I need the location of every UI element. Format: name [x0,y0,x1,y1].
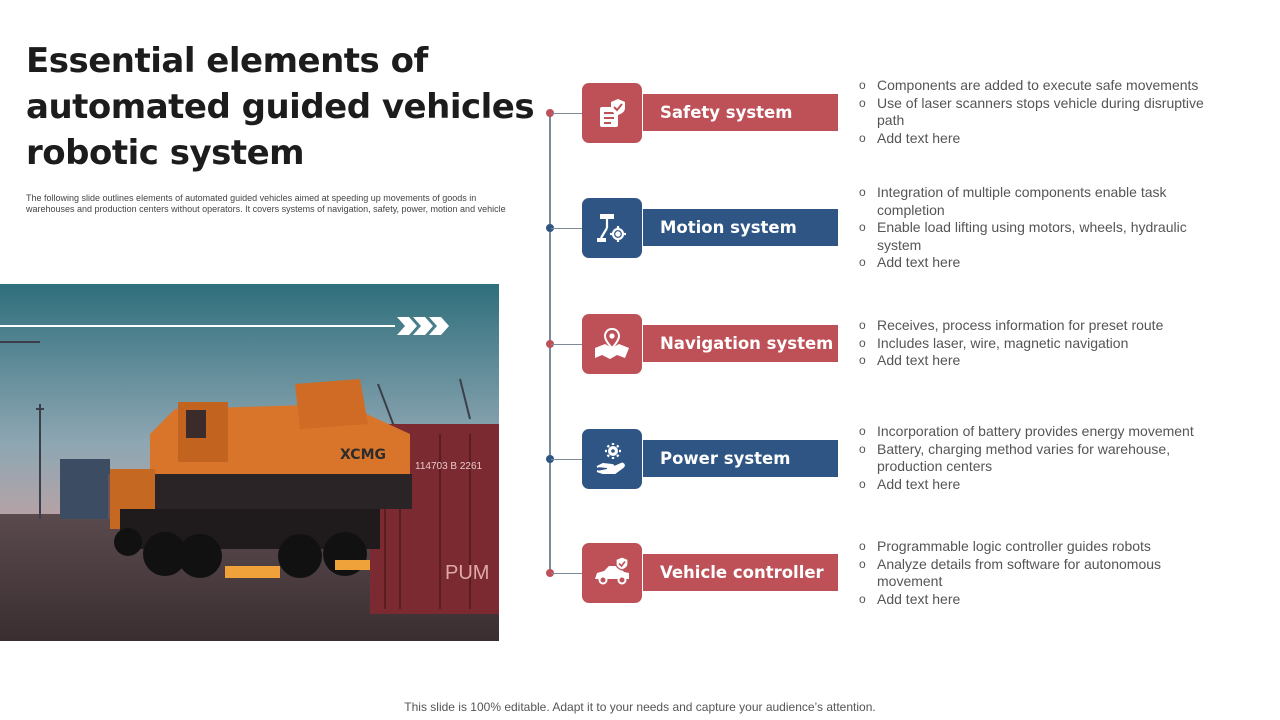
power-system-label: Power system [643,440,838,477]
motion-icon-box [582,198,642,258]
list-item: Incorporation of battery provides energy… [858,423,1230,441]
power-icon-box [582,429,642,489]
slide-title: Essential elements of automated guided v… [26,41,535,173]
timeline-connector [551,459,582,460]
hand-gear-icon [596,443,625,474]
timeline-dot [546,224,554,232]
list-item: Add text here [858,476,1230,494]
container-logo: PUM [445,562,489,584]
truck-brand: XCMG [340,447,386,463]
timeline-dot [546,340,554,348]
list-item: Integration of multiple components enabl… [858,184,1230,219]
list-item: Analyze details from software for autono… [858,556,1230,591]
robotic-arm-icon [597,214,626,242]
safety-icon-box [582,83,642,143]
motion-system-label: Motion system [643,209,838,246]
checklist-shield-icon [600,99,625,127]
vehicle-controller-bullets: Programmable logic controller guides rob… [858,538,1230,608]
navigation-system-bullets: Receives, process information for preset… [858,317,1230,370]
map-pin-icon [595,327,629,359]
slide-description: The following slide outlines elements of… [26,193,506,214]
list-item: Enable load lifting using motors, wheels… [858,219,1230,254]
list-item: Add text here [858,130,1230,148]
motion-system-bullets: Integration of multiple components enabl… [858,184,1230,272]
timeline-dot [546,109,554,117]
timeline-dot [546,569,554,577]
car-check-icon [595,556,629,585]
navigation-system-label: Navigation system [643,325,838,362]
safety-system-label: Safety system [643,94,838,131]
list-item: Battery, charging method varies for ware… [858,441,1230,476]
list-item: Receives, process information for preset… [858,317,1230,335]
list-item: Includes laser, wire, magnetic navigatio… [858,335,1230,353]
timeline-connector [551,344,582,345]
timeline-dot [546,455,554,463]
power-system-bullets: Incorporation of battery provides energy… [858,423,1230,493]
container-text: 114703 B 2261 [415,461,483,472]
timeline-connector [551,228,582,229]
list-item: Add text here [858,352,1230,370]
list-item: Use of laser scanners stops vehicle duri… [858,95,1230,130]
crane-truck-photo: XCMG 114703 B 2261 PUM [0,284,499,641]
list-item: Add text here [858,591,1230,609]
vehicle-controller-label: Vehicle controller [643,554,838,591]
list-item: Components are added to execute safe mov… [858,77,1230,95]
timeline-connector [551,573,582,574]
list-item: Programmable logic controller guides rob… [858,538,1230,556]
timeline-connector [551,113,582,114]
vehicle-icon-box [582,543,642,603]
safety-system-bullets: Components are added to execute safe mov… [858,77,1230,147]
navigation-icon-box [582,314,642,374]
list-item: Add text here [858,254,1230,272]
footer-note: This slide is 100% editable. Adapt it to… [404,700,876,714]
